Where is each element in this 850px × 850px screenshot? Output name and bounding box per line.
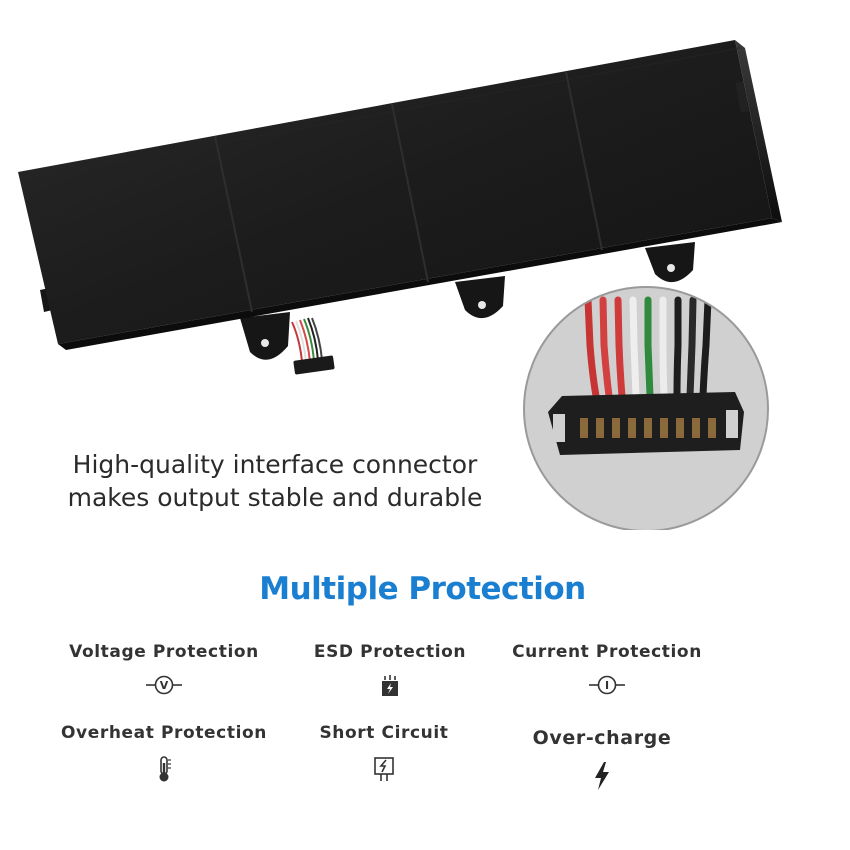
feature-label: ESD Protection (313, 642, 467, 662)
feature-label: Voltage Protection (69, 642, 259, 662)
caption-line-2: makes output stable and durable (67, 483, 483, 512)
feature-label: Over-charge (532, 727, 672, 749)
feature-short-circuit: Short Circuit (254, 723, 514, 783)
short-circuit-icon (374, 757, 394, 781)
feature-label: Short Circuit (319, 723, 449, 743)
feature-label: Current Protection (512, 642, 702, 662)
svg-text:I: I (605, 679, 609, 692)
feature-over-charge: Over-charge (472, 727, 732, 791)
battery-connector (291, 317, 335, 375)
svg-text:V: V (160, 679, 169, 692)
battery-image (18, 40, 782, 530)
feature-overheat-protection: Overheat Protection (34, 723, 294, 783)
feature-current-protection: Current Protection I (477, 642, 737, 696)
current-icon: I (589, 675, 625, 695)
caption-line-1: High-quality interface connector (72, 450, 478, 479)
connector-zoom (524, 287, 768, 530)
voltage-icon: V (146, 675, 182, 695)
feature-esd-protection: ESD Protection (260, 642, 520, 698)
feature-label: Overheat Protection (61, 723, 267, 743)
lightning-icon (595, 762, 609, 790)
feature-voltage-protection: Voltage Protection V (34, 642, 294, 696)
section-title: Multiple Protection (259, 571, 586, 607)
esd-icon (382, 675, 398, 696)
battery-body (18, 40, 772, 344)
connector-caption: High-quality interface connector makes o… (30, 448, 520, 514)
thermometer-icon (159, 756, 171, 782)
